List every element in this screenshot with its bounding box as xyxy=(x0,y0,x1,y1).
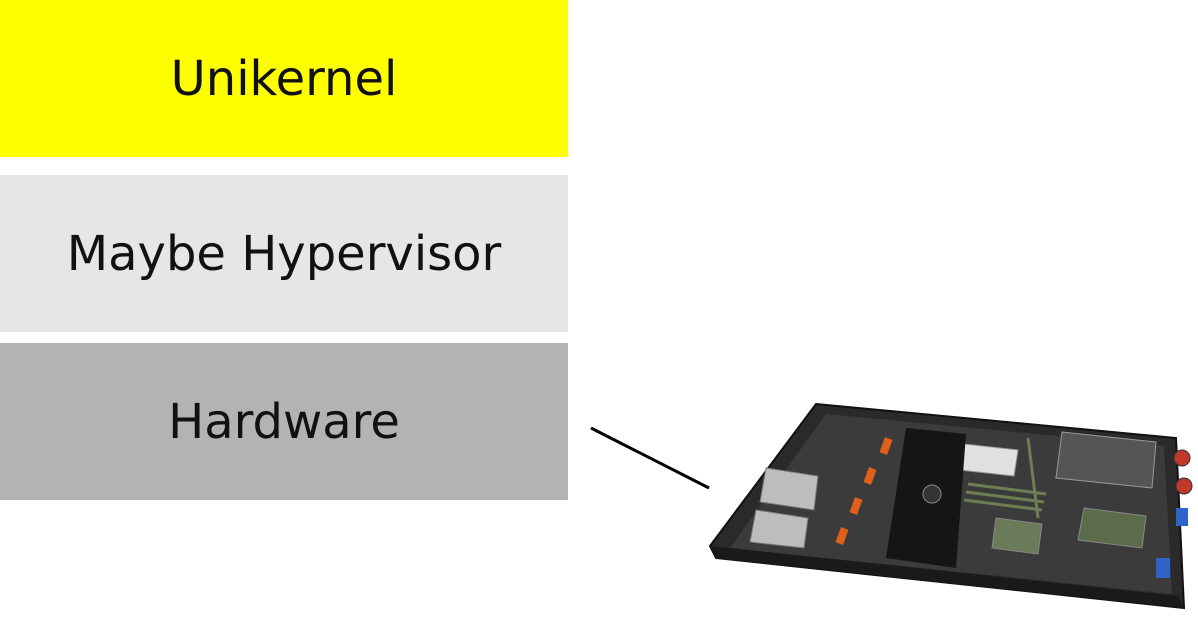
layer-hardware-label: Hardware xyxy=(168,393,400,450)
layer-hardware: Hardware xyxy=(0,343,568,500)
layer-hypervisor: Maybe Hypervisor xyxy=(0,175,568,332)
layer-unikernel-label: Unikernel xyxy=(170,50,398,107)
layer-hypervisor-label: Maybe Hypervisor xyxy=(66,225,502,282)
rack-server-icon xyxy=(708,402,1193,610)
layer-unikernel: Unikernel xyxy=(0,0,568,157)
